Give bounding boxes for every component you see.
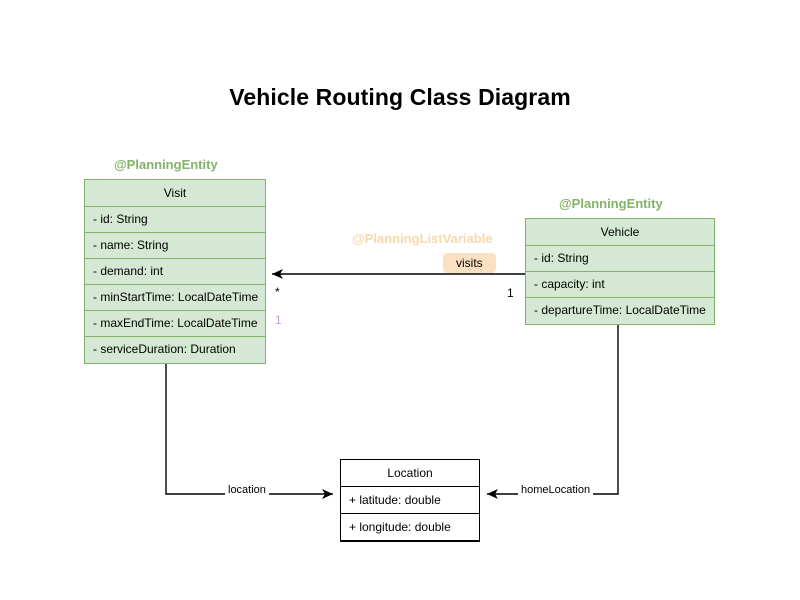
- class-attr: - capacity: int: [526, 272, 714, 298]
- class-name-visit: Visit: [85, 180, 265, 207]
- class-attr: - id: String: [526, 246, 714, 272]
- multiplicity-visits-extra: 1: [275, 313, 282, 327]
- class-attr: - departureTime: LocalDateTime: [534, 303, 706, 317]
- edge-home-location: [487, 322, 619, 499]
- annotation-vehicle-planning-entity: @PlanningEntity: [559, 196, 663, 211]
- class-attr: + longitude: double: [341, 514, 479, 541]
- class-attr: + latitude: double: [341, 487, 479, 514]
- page-title: Vehicle Routing Class Diagram: [229, 84, 571, 110]
- class-attr: - id: String: [85, 207, 265, 233]
- multiplicity-visits-target: *: [275, 285, 280, 299]
- annotation-visit-planning-entity: @PlanningEntity: [114, 157, 218, 172]
- annotation-planning-list-variable: @PlanningListVariable: [352, 231, 493, 246]
- class-attr: - name: String: [85, 233, 265, 259]
- class-name-location: Location: [341, 460, 479, 487]
- multiplicity-visits-source: 1: [507, 286, 514, 300]
- class-box-vehicle[interactable]: Vehicle - id: String - capacity: int - d…: [525, 218, 715, 325]
- edge-label-visits: visits: [443, 253, 496, 273]
- class-attr: - minStartTime: LocalDateTime: [85, 285, 265, 311]
- class-attr: - serviceDuration: Duration: [93, 342, 236, 356]
- class-box-location[interactable]: Location + latitude: double + longitude:…: [340, 459, 480, 542]
- class-box-visit[interactable]: Visit - id: String - name: String - dema…: [84, 179, 266, 364]
- class-attr: - maxEndTime: LocalDateTime: [85, 311, 265, 337]
- edge-label-location: location: [225, 484, 269, 496]
- class-name-vehicle: Vehicle: [526, 219, 714, 246]
- edge-label-home-location: homeLocation: [518, 484, 594, 496]
- class-attr: - demand: int: [85, 259, 265, 285]
- edge-location: [165, 363, 333, 499]
